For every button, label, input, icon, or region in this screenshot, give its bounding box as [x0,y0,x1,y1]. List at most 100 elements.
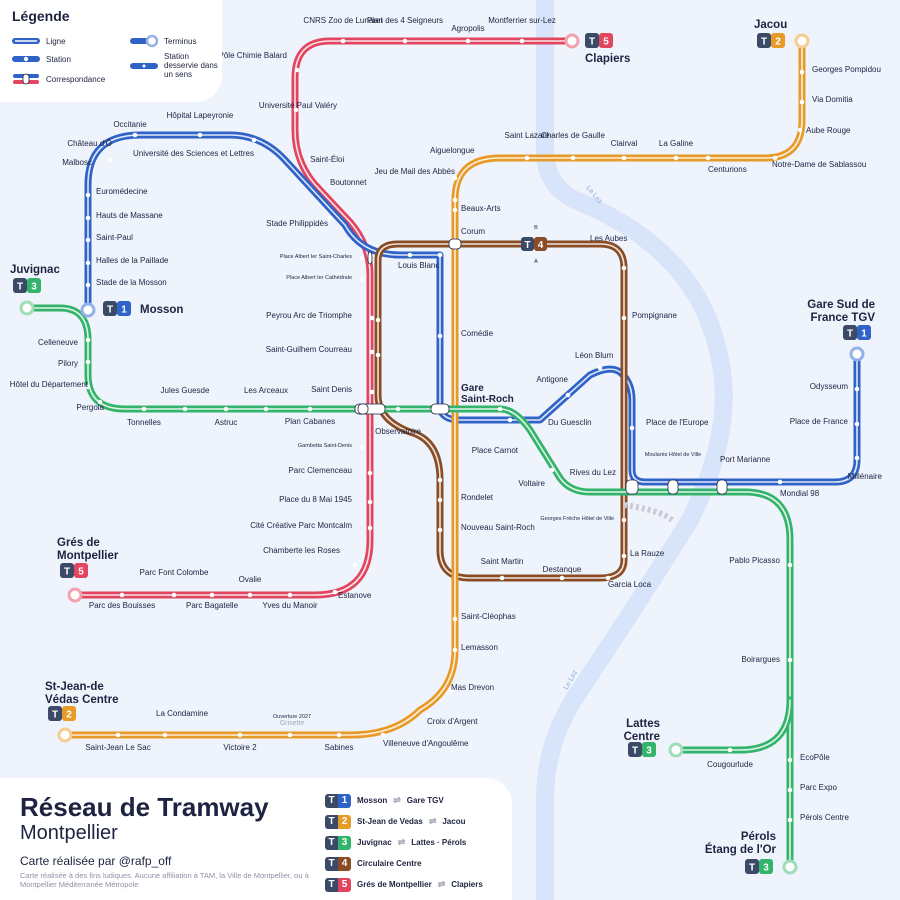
terminus-mosson[interactable] [80,302,96,318]
station-dot[interactable] [787,817,793,823]
station-dot[interactable] [497,406,503,412]
station-dot[interactable] [452,197,458,203]
station-dot[interactable] [85,215,91,221]
station-dot[interactable] [375,317,381,323]
station-dot[interactable] [519,38,525,44]
station-dot[interactable] [197,132,203,138]
station-dot[interactable] [340,38,346,44]
station-dot[interactable] [336,732,342,738]
station-dot[interactable] [359,444,365,450]
station-dot[interactable] [85,192,91,198]
station-dot[interactable] [565,392,571,398]
station-dot[interactable] [375,352,381,358]
station-dot[interactable] [352,562,358,568]
station-dot[interactable] [85,260,91,266]
station-dot[interactable] [570,155,576,161]
interchange-marker[interactable] [430,403,450,415]
station-dot[interactable] [237,732,243,738]
station-dot[interactable] [854,421,860,427]
station-dot[interactable] [854,455,860,461]
terminus-clapiers[interactable] [564,33,580,49]
station-dot[interactable] [367,525,373,531]
station-dot[interactable] [452,175,458,181]
station-dot[interactable] [437,333,443,339]
station-dot[interactable] [452,647,458,653]
terminus-jacou[interactable] [794,33,810,49]
station-dot[interactable] [799,69,805,75]
station-dot[interactable] [621,553,627,559]
interchange-marker[interactable] [667,479,679,495]
station-dot[interactable] [141,406,147,412]
station-dot[interactable] [424,712,430,718]
station-dot[interactable] [787,562,793,568]
station-dot[interactable] [597,365,603,371]
station-dot[interactable] [629,425,635,431]
station-dot[interactable] [437,497,443,503]
station-dot[interactable] [673,155,679,161]
station-dot[interactable] [549,467,555,473]
station-dot[interactable] [452,616,458,622]
station-dot[interactable] [705,155,711,161]
terminus-perols[interactable] [782,859,798,875]
terminus-st-jean[interactable] [57,727,73,743]
station-dot[interactable] [85,359,91,365]
station-dot[interactable] [621,517,627,523]
station-dot[interactable] [452,207,458,213]
station-dot[interactable] [369,349,375,355]
station-dot[interactable] [621,315,627,321]
station-dot[interactable] [621,265,627,271]
station-dot[interactable] [85,282,91,288]
station-dot[interactable] [797,127,803,133]
station-dot[interactable] [287,592,293,598]
station-dot[interactable] [369,389,375,395]
station-dot[interactable] [327,182,333,188]
station-dot[interactable] [182,406,188,412]
station-dot[interactable] [247,592,253,598]
station-dot[interactable] [115,732,121,738]
station-dot[interactable] [507,417,513,423]
station-dot[interactable] [209,592,215,598]
station-dot[interactable] [367,499,373,505]
station-dot[interactable] [251,137,257,143]
station-dot[interactable] [119,592,125,598]
interchange-marker[interactable] [716,479,728,495]
station-dot[interactable] [605,575,611,581]
station-dot[interactable] [85,337,91,343]
station-dot[interactable] [380,732,386,738]
station-dot[interactable] [499,575,505,581]
station-dot[interactable] [621,155,627,161]
station-dot[interactable] [437,527,443,533]
station-dot[interactable] [407,252,413,258]
station-dot[interactable] [97,399,103,405]
terminus-gres[interactable] [67,587,83,603]
station-dot[interactable] [369,315,375,321]
station-dot[interactable] [223,406,229,412]
station-dot[interactable] [524,155,530,161]
station-dot[interactable] [307,157,313,163]
station-dot[interactable] [107,157,113,163]
terminus-gare-tgv[interactable] [849,346,865,362]
station-dot[interactable] [448,687,454,693]
station-dot[interactable] [85,237,91,243]
station-dot[interactable] [359,276,365,282]
station-dot[interactable] [787,657,793,663]
station-dot[interactable] [132,132,138,138]
terminus-juvignac[interactable] [19,300,35,316]
terminus-lattes[interactable] [668,742,684,758]
station-dot[interactable] [437,252,443,258]
station-dot[interactable] [854,386,860,392]
station-dot[interactable] [85,384,91,390]
station-dot[interactable] [437,477,443,483]
station-dot[interactable] [162,732,168,738]
station-dot[interactable] [327,215,333,221]
station-dot[interactable] [727,747,733,753]
station-dot[interactable] [772,155,778,161]
station-dot[interactable] [465,38,471,44]
station-dot[interactable] [777,479,783,485]
station-dot[interactable] [559,575,565,581]
